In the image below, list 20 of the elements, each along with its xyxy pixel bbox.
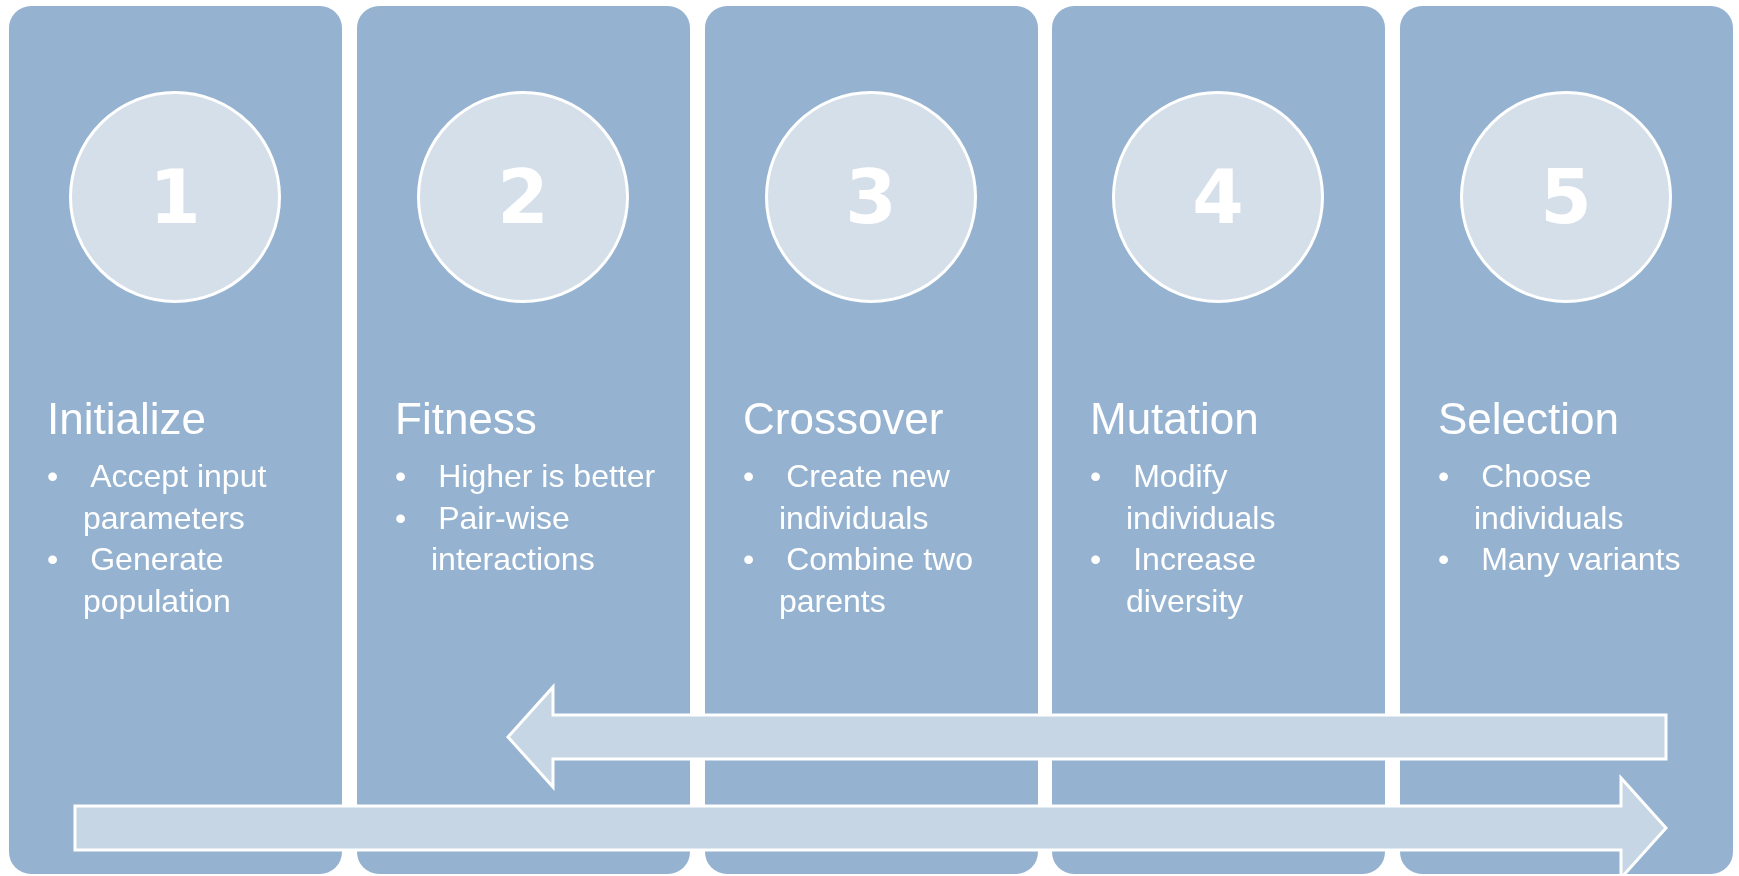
bullet-text: • Choose individuals bbox=[1438, 457, 1625, 538]
bullet-text: • Increase diversity bbox=[1090, 540, 1257, 621]
bullet-text: • Modify individuals bbox=[1090, 457, 1277, 538]
step-heading: Mutation bbox=[1090, 393, 1260, 445]
bullet-text: • Generate population bbox=[47, 540, 232, 621]
bullet-text: • Many variants bbox=[1438, 540, 1682, 580]
bullet-text: • Pair-wise interactions bbox=[395, 498, 596, 580]
bullet-text: • Higher is better bbox=[395, 457, 657, 496]
step-column bbox=[9, 6, 342, 874]
step-heading: Crossover bbox=[743, 393, 945, 445]
step-heading: Selection bbox=[1438, 393, 1620, 445]
step-heading: Initialize bbox=[47, 393, 207, 445]
step-column bbox=[357, 6, 690, 874]
block-arrow bbox=[506, 683, 1668, 791]
bullet-text: • Create new individuals bbox=[743, 457, 951, 538]
step-heading: Fitness bbox=[395, 393, 538, 445]
step-column bbox=[1400, 6, 1733, 874]
bullet-text: • Combine two parents bbox=[743, 540, 974, 621]
block-arrow bbox=[73, 774, 1668, 876]
bullet-text: • Accept input parameters bbox=[47, 457, 268, 538]
